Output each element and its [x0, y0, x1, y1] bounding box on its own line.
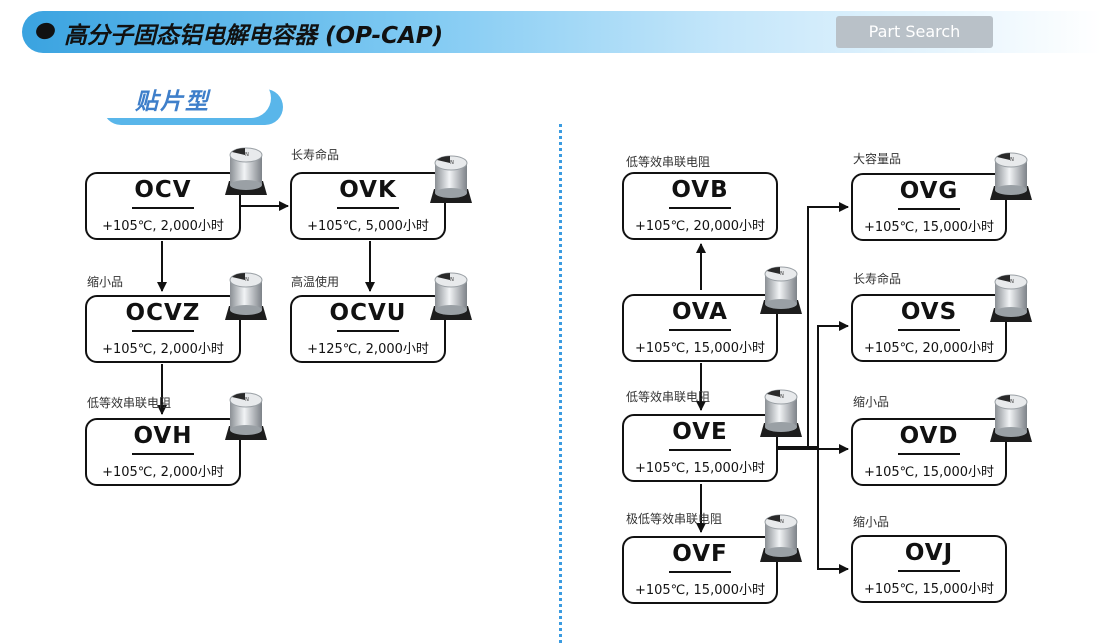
product-spec: +105℃, 20,000小时	[634, 219, 766, 234]
part-search-button[interactable]: Part Search	[836, 16, 993, 48]
product-spec: +105℃, 2,000小时	[102, 465, 224, 480]
product-name: OVJ	[904, 540, 954, 566]
svg-text:N: N	[450, 277, 454, 283]
capacitor-icon: N	[225, 143, 267, 201]
label-ovg: 大容量品	[853, 152, 902, 166]
product-ocvz[interactable]: OCVZ +105℃, 2,000小时	[85, 295, 241, 363]
capacitor-icon: N	[225, 268, 267, 326]
product-spec: +105℃, 15,000小时	[863, 582, 995, 597]
product-name: OVB	[671, 177, 729, 203]
product-name: OVS	[900, 299, 958, 325]
capacitor-icon: N	[760, 262, 802, 320]
product-spec: +125℃, 2,000小时	[307, 342, 429, 357]
label-ovj: 缩小品	[853, 515, 890, 529]
product-ova[interactable]: OVA +105℃, 15,000小时	[622, 294, 778, 362]
section-divider	[559, 124, 562, 643]
product-ove[interactable]: OVE +105℃, 15,000小时	[622, 414, 778, 482]
product-name: OVD	[899, 423, 959, 449]
product-ovg[interactable]: OVG +105℃, 15,000小时	[851, 173, 1007, 241]
product-name: OCV	[134, 177, 192, 203]
label-ovf: 极低等效串联电阻	[626, 512, 723, 526]
product-spec: +105℃, 15,000小时	[634, 583, 766, 598]
capacitor-icon: N	[760, 510, 802, 568]
arrow-ove-ovs	[778, 321, 849, 448]
label-ovs: 长寿命品	[853, 272, 902, 286]
section-tag: 贴片型	[87, 78, 271, 118]
svg-text:N: N	[245, 397, 249, 403]
capacitor-icon: N	[225, 388, 267, 446]
product-name: OCVU	[329, 300, 407, 326]
capacitor-icon: N	[990, 390, 1032, 448]
product-ocvu[interactable]: OCVU +125℃, 2,000小时	[290, 295, 446, 363]
label-ocvz: 缩小品	[87, 275, 124, 289]
product-spec: +105℃, 2,000小时	[102, 219, 224, 234]
product-ovj[interactable]: OVJ +105℃, 15,000小时	[851, 535, 1007, 603]
section-title: 贴片型	[135, 89, 210, 115]
label-ovd: 缩小品	[853, 395, 890, 409]
product-ovb[interactable]: OVB +105℃, 20,000小时	[622, 172, 778, 240]
svg-text:N: N	[780, 271, 784, 277]
product-spec: +105℃, 5,000小时	[307, 219, 429, 234]
product-spec: +105℃, 15,000小时	[634, 341, 766, 356]
svg-text:N: N	[1010, 157, 1014, 163]
product-spec: +105℃, 2,000小时	[102, 342, 224, 357]
label-ovk: 长寿命品	[291, 148, 340, 162]
svg-text:N: N	[780, 519, 784, 525]
svg-text:N: N	[245, 152, 249, 158]
label-ove: 低等效串联电阻	[626, 390, 711, 404]
product-ovs[interactable]: OVS +105℃, 20,000小时	[851, 294, 1007, 362]
capacitor-icon: N	[430, 151, 472, 209]
svg-text:N: N	[1010, 399, 1014, 405]
svg-text:N: N	[450, 160, 454, 166]
product-name: OVE	[672, 419, 728, 445]
label-ovh: 低等效串联电阻	[87, 396, 172, 410]
product-ovd[interactable]: OVD +105℃, 15,000小时	[851, 418, 1007, 486]
product-spec: +105℃, 15,000小时	[863, 220, 995, 235]
product-name: OVG	[899, 178, 959, 204]
product-ocv[interactable]: OCV +105℃, 2,000小时	[85, 172, 241, 240]
product-name: OVA	[672, 299, 728, 325]
capacitor-icon: N	[430, 268, 472, 326]
product-spec: +105℃, 15,000小时	[634, 461, 766, 476]
capacitor-icon: N	[990, 270, 1032, 328]
product-name: OVF	[672, 541, 728, 567]
product-spec: +105℃, 20,000小时	[863, 341, 995, 356]
product-spec: +105℃, 15,000小时	[863, 465, 995, 480]
svg-text:N: N	[1010, 279, 1014, 285]
page-title: 高分子固态铝电解电容器 (OP-CAP)	[64, 23, 444, 49]
product-ovf[interactable]: OVF +105℃, 15,000小时	[622, 536, 778, 604]
svg-text:N: N	[245, 277, 249, 283]
label-ovb: 低等效串联电阻	[626, 155, 711, 169]
arrow-ove-ovj	[778, 448, 849, 574]
product-name: OCVZ	[125, 300, 201, 326]
product-name: OVH	[133, 423, 193, 449]
capacitor-icon: N	[760, 385, 802, 443]
label-ocvu: 高温使用	[291, 275, 340, 289]
product-ovh[interactable]: OVH +105℃, 2,000小时	[85, 418, 241, 486]
product-ovk[interactable]: OVK +105℃, 5,000小时	[290, 172, 446, 240]
capacitor-icon: N	[990, 148, 1032, 206]
product-name: OVK	[339, 177, 397, 203]
svg-text:N: N	[780, 394, 784, 400]
